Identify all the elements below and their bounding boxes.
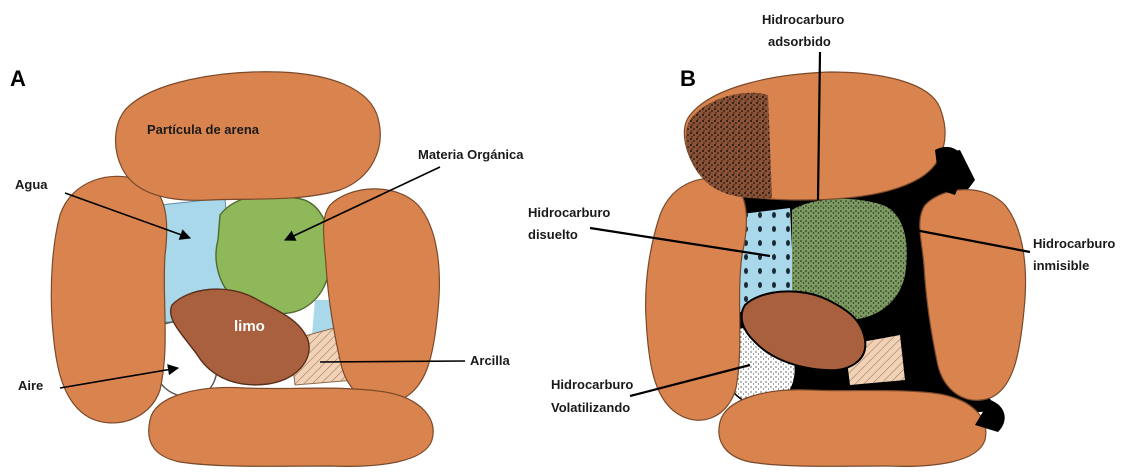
label-adsorbed-1: Hidrocarburo — [762, 12, 844, 27]
sand-grain-bottom — [149, 387, 433, 466]
label-adsorbed-2: adsorbido — [768, 34, 831, 49]
label-water: Agua — [15, 177, 48, 192]
panel-b-letter: B — [680, 66, 696, 91]
label-sand-particle: Partícula de arena — [147, 122, 260, 137]
label-silt: limo — [234, 318, 265, 335]
label-dissolved-2: disuelto — [528, 227, 578, 242]
sand-grain-bottom-b — [719, 390, 986, 467]
label-volatilizing-2: Volatilizando — [551, 400, 630, 415]
label-clay: Arcilla — [470, 353, 511, 368]
label-volatilizing-1: Hidrocarburo — [551, 377, 633, 392]
label-immiscible-1: Hidrocarburo — [1033, 236, 1115, 251]
label-organic-matter: Materia Orgánica — [418, 147, 524, 162]
label-immiscible-2: inmisible — [1033, 258, 1089, 273]
label-dissolved-1: Hidrocarburo — [528, 205, 610, 220]
line-clay — [320, 361, 465, 362]
panel-b: B Hidrocarburo adsorbido Hidrocarburo di… — [528, 12, 1115, 466]
panel-a-letter: A — [10, 66, 26, 91]
label-air: Aire — [18, 378, 43, 393]
panel-a: A Partícula de arena Agua Materia Orgáni… — [10, 66, 524, 466]
sand-grain-left-b — [646, 178, 747, 420]
